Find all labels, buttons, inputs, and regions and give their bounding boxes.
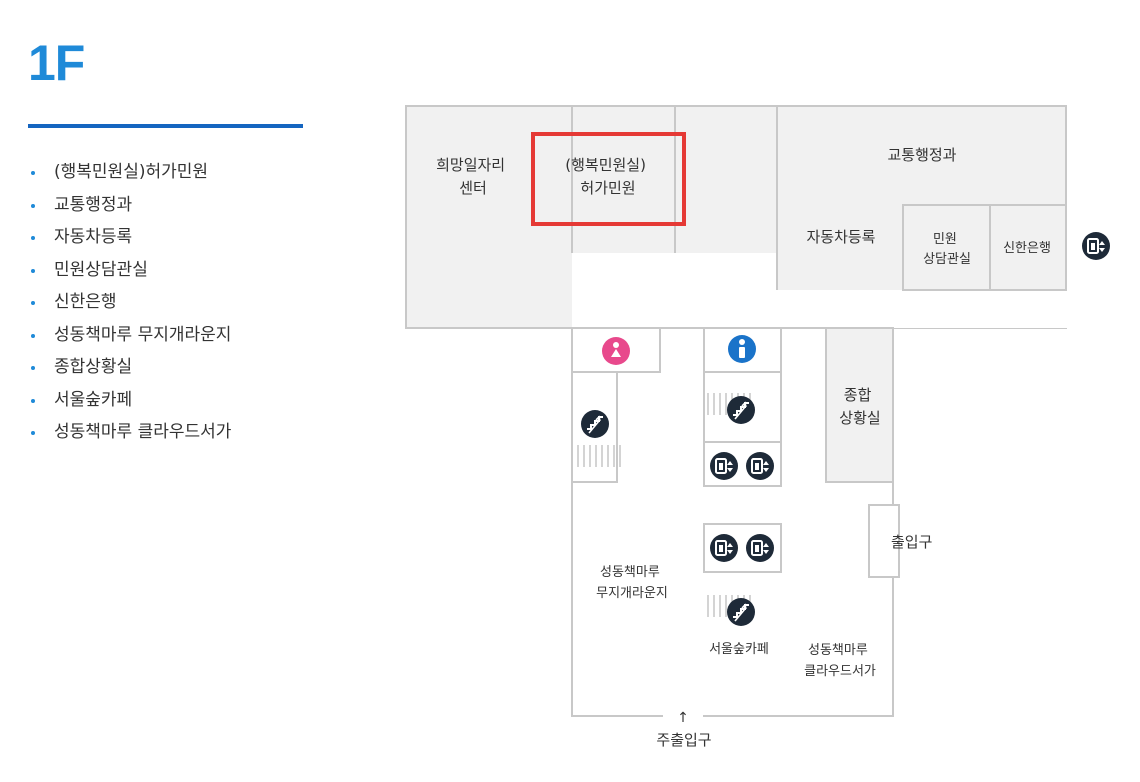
title-divider — [28, 124, 303, 128]
stairs-icon — [580, 409, 610, 439]
highlight-box — [531, 132, 686, 226]
room-cloud[interactable]: 성동책마루 클라우드서가 — [804, 643, 876, 679]
elevator-icon — [1081, 231, 1111, 261]
room-hope-center[interactable]: 희망일자리 센터 — [436, 156, 510, 197]
room-permit[interactable]: (행복민원실) 허가민원 — [565, 156, 651, 197]
room-situation[interactable]: 종합 상황실 — [839, 386, 880, 427]
stairs-icon — [726, 395, 756, 425]
elevator-icon — [745, 533, 775, 563]
room-traffic[interactable]: 교통행정과 — [887, 146, 956, 164]
room-consult[interactable]: 민원 상담관실 — [923, 232, 971, 267]
facility-item[interactable]: 종합상황실 — [30, 353, 231, 386]
facility-item[interactable]: 성동책마루 클라우드서가 — [30, 418, 231, 451]
facility-item[interactable]: 교통행정과 — [30, 191, 231, 224]
facility-list: (행복민원실)허가민원 교통행정과 자동차등록 민원상담관실 신한은행 성동책마… — [30, 158, 231, 451]
upper-wing — [405, 105, 1067, 329]
entrance-arrow-icon: ↑ — [677, 710, 689, 726]
exit-label[interactable]: 출입구 — [891, 533, 932, 551]
facility-item[interactable]: 신한은행 — [30, 288, 231, 321]
elevator-icon — [709, 533, 739, 563]
floor-title: 1F — [28, 35, 85, 91]
facility-item[interactable]: 성동책마루 무지개라운지 — [30, 321, 231, 354]
facility-item[interactable]: (행복민원실)허가민원 — [30, 158, 231, 191]
room-rainbow[interactable]: 성동책마루 무지개라운지 — [596, 565, 668, 601]
elevator-icon — [745, 451, 775, 481]
room-cafe[interactable]: 서울숲카페 — [709, 642, 769, 657]
main-entrance-label[interactable]: 주출입구 — [656, 731, 711, 749]
female-restroom-icon — [602, 337, 630, 365]
room-bank[interactable]: 신한은행 — [1003, 240, 1051, 256]
male-restroom-icon — [728, 335, 756, 363]
stairs-icon — [726, 597, 756, 627]
facility-item[interactable]: 자동차등록 — [30, 223, 231, 256]
room-car-reg[interactable]: 자동차등록 — [806, 228, 875, 246]
facility-item[interactable]: 민원상담관실 — [30, 256, 231, 289]
facility-item[interactable]: 서울숲카페 — [30, 386, 231, 419]
elevator-icon — [709, 451, 739, 481]
